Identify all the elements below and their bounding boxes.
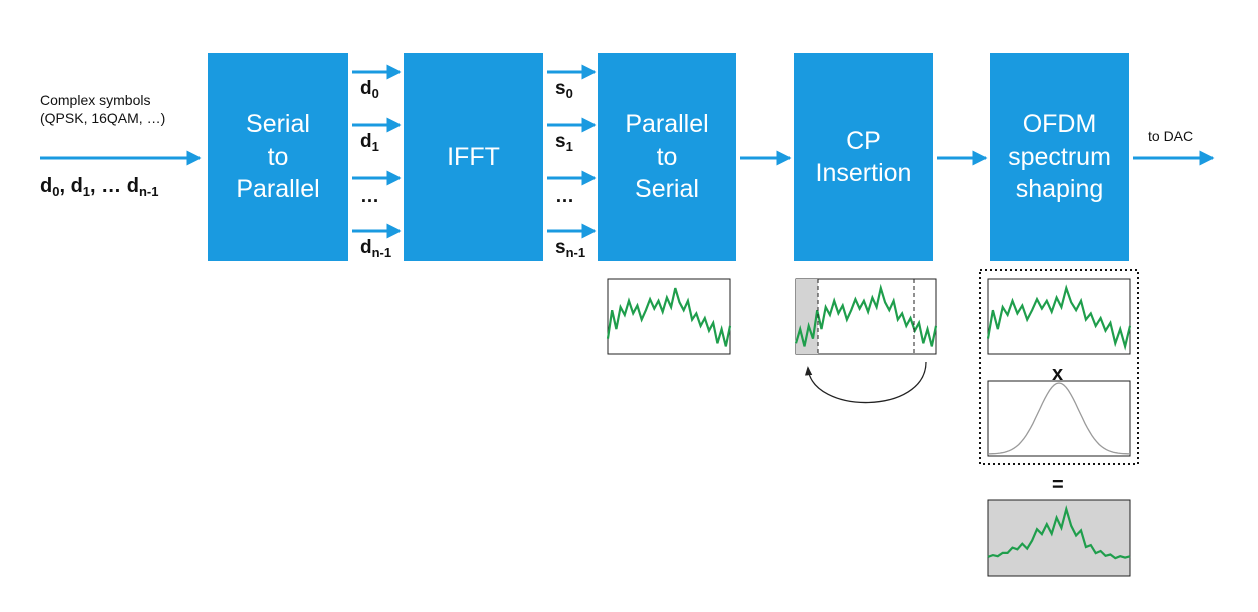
block-label: Insertion bbox=[815, 159, 912, 187]
input-sequence-label: d0, d1, … dn-1 bbox=[40, 175, 159, 199]
equals-symbol: = bbox=[1052, 474, 1064, 496]
cp-waveform bbox=[794, 283, 938, 347]
block-label: Parallel bbox=[236, 175, 320, 204]
input-caption-line2: (QPSK, 16QAM, …) bbox=[40, 110, 166, 126]
input-caption-line1: Complex symbols bbox=[40, 92, 151, 108]
block-label: to bbox=[656, 142, 678, 171]
ps-waveform bbox=[606, 287, 732, 347]
parallel-to-serial-block: Parallel to Serial bbox=[598, 53, 736, 261]
ofdm-shaping-block: OFDM spectrum shaping bbox=[990, 53, 1129, 261]
cp-insertion-block: CP Insertion bbox=[794, 53, 933, 261]
shaping-signal-waveform bbox=[986, 284, 1132, 351]
block-label: to bbox=[267, 142, 289, 171]
block-label: Serial bbox=[635, 175, 699, 204]
d-label-dots: … bbox=[360, 186, 379, 207]
result-waveform bbox=[987, 504, 1131, 560]
shaping-group-border bbox=[979, 269, 1139, 465]
s-label-1: s1 bbox=[555, 131, 573, 154]
ps-waveform-panel bbox=[607, 278, 731, 355]
block-label: CP bbox=[846, 126, 881, 155]
s-label-n-1: sn-1 bbox=[555, 237, 586, 260]
cp-shaded-prefix bbox=[796, 279, 818, 354]
block-label: Parallel bbox=[625, 110, 709, 139]
window-panel bbox=[987, 380, 1131, 457]
cp-copy-arrow bbox=[805, 361, 927, 404]
block-label: shaping bbox=[1015, 175, 1104, 204]
d-label-0: d0 bbox=[360, 78, 379, 101]
s-label-dots: … bbox=[555, 186, 574, 207]
block-label: spectrum bbox=[1008, 142, 1111, 171]
d-label-1: d1 bbox=[360, 131, 379, 154]
window-curve bbox=[987, 382, 1131, 455]
block-label: OFDM bbox=[1022, 110, 1097, 139]
s-label-0: s0 bbox=[555, 78, 573, 101]
ifft-block: IFFT bbox=[404, 53, 543, 261]
block-label: IFFT bbox=[447, 142, 500, 171]
output-label: to DAC bbox=[1148, 128, 1194, 144]
multiply-symbol: x bbox=[1052, 363, 1064, 385]
shaping-signal-panel bbox=[987, 278, 1131, 355]
serial-to-parallel-block: Serial to Parallel bbox=[208, 53, 348, 261]
block-label: Serial bbox=[246, 110, 310, 139]
d-label-n-1: dn-1 bbox=[360, 237, 392, 260]
result-panel bbox=[987, 499, 1131, 577]
